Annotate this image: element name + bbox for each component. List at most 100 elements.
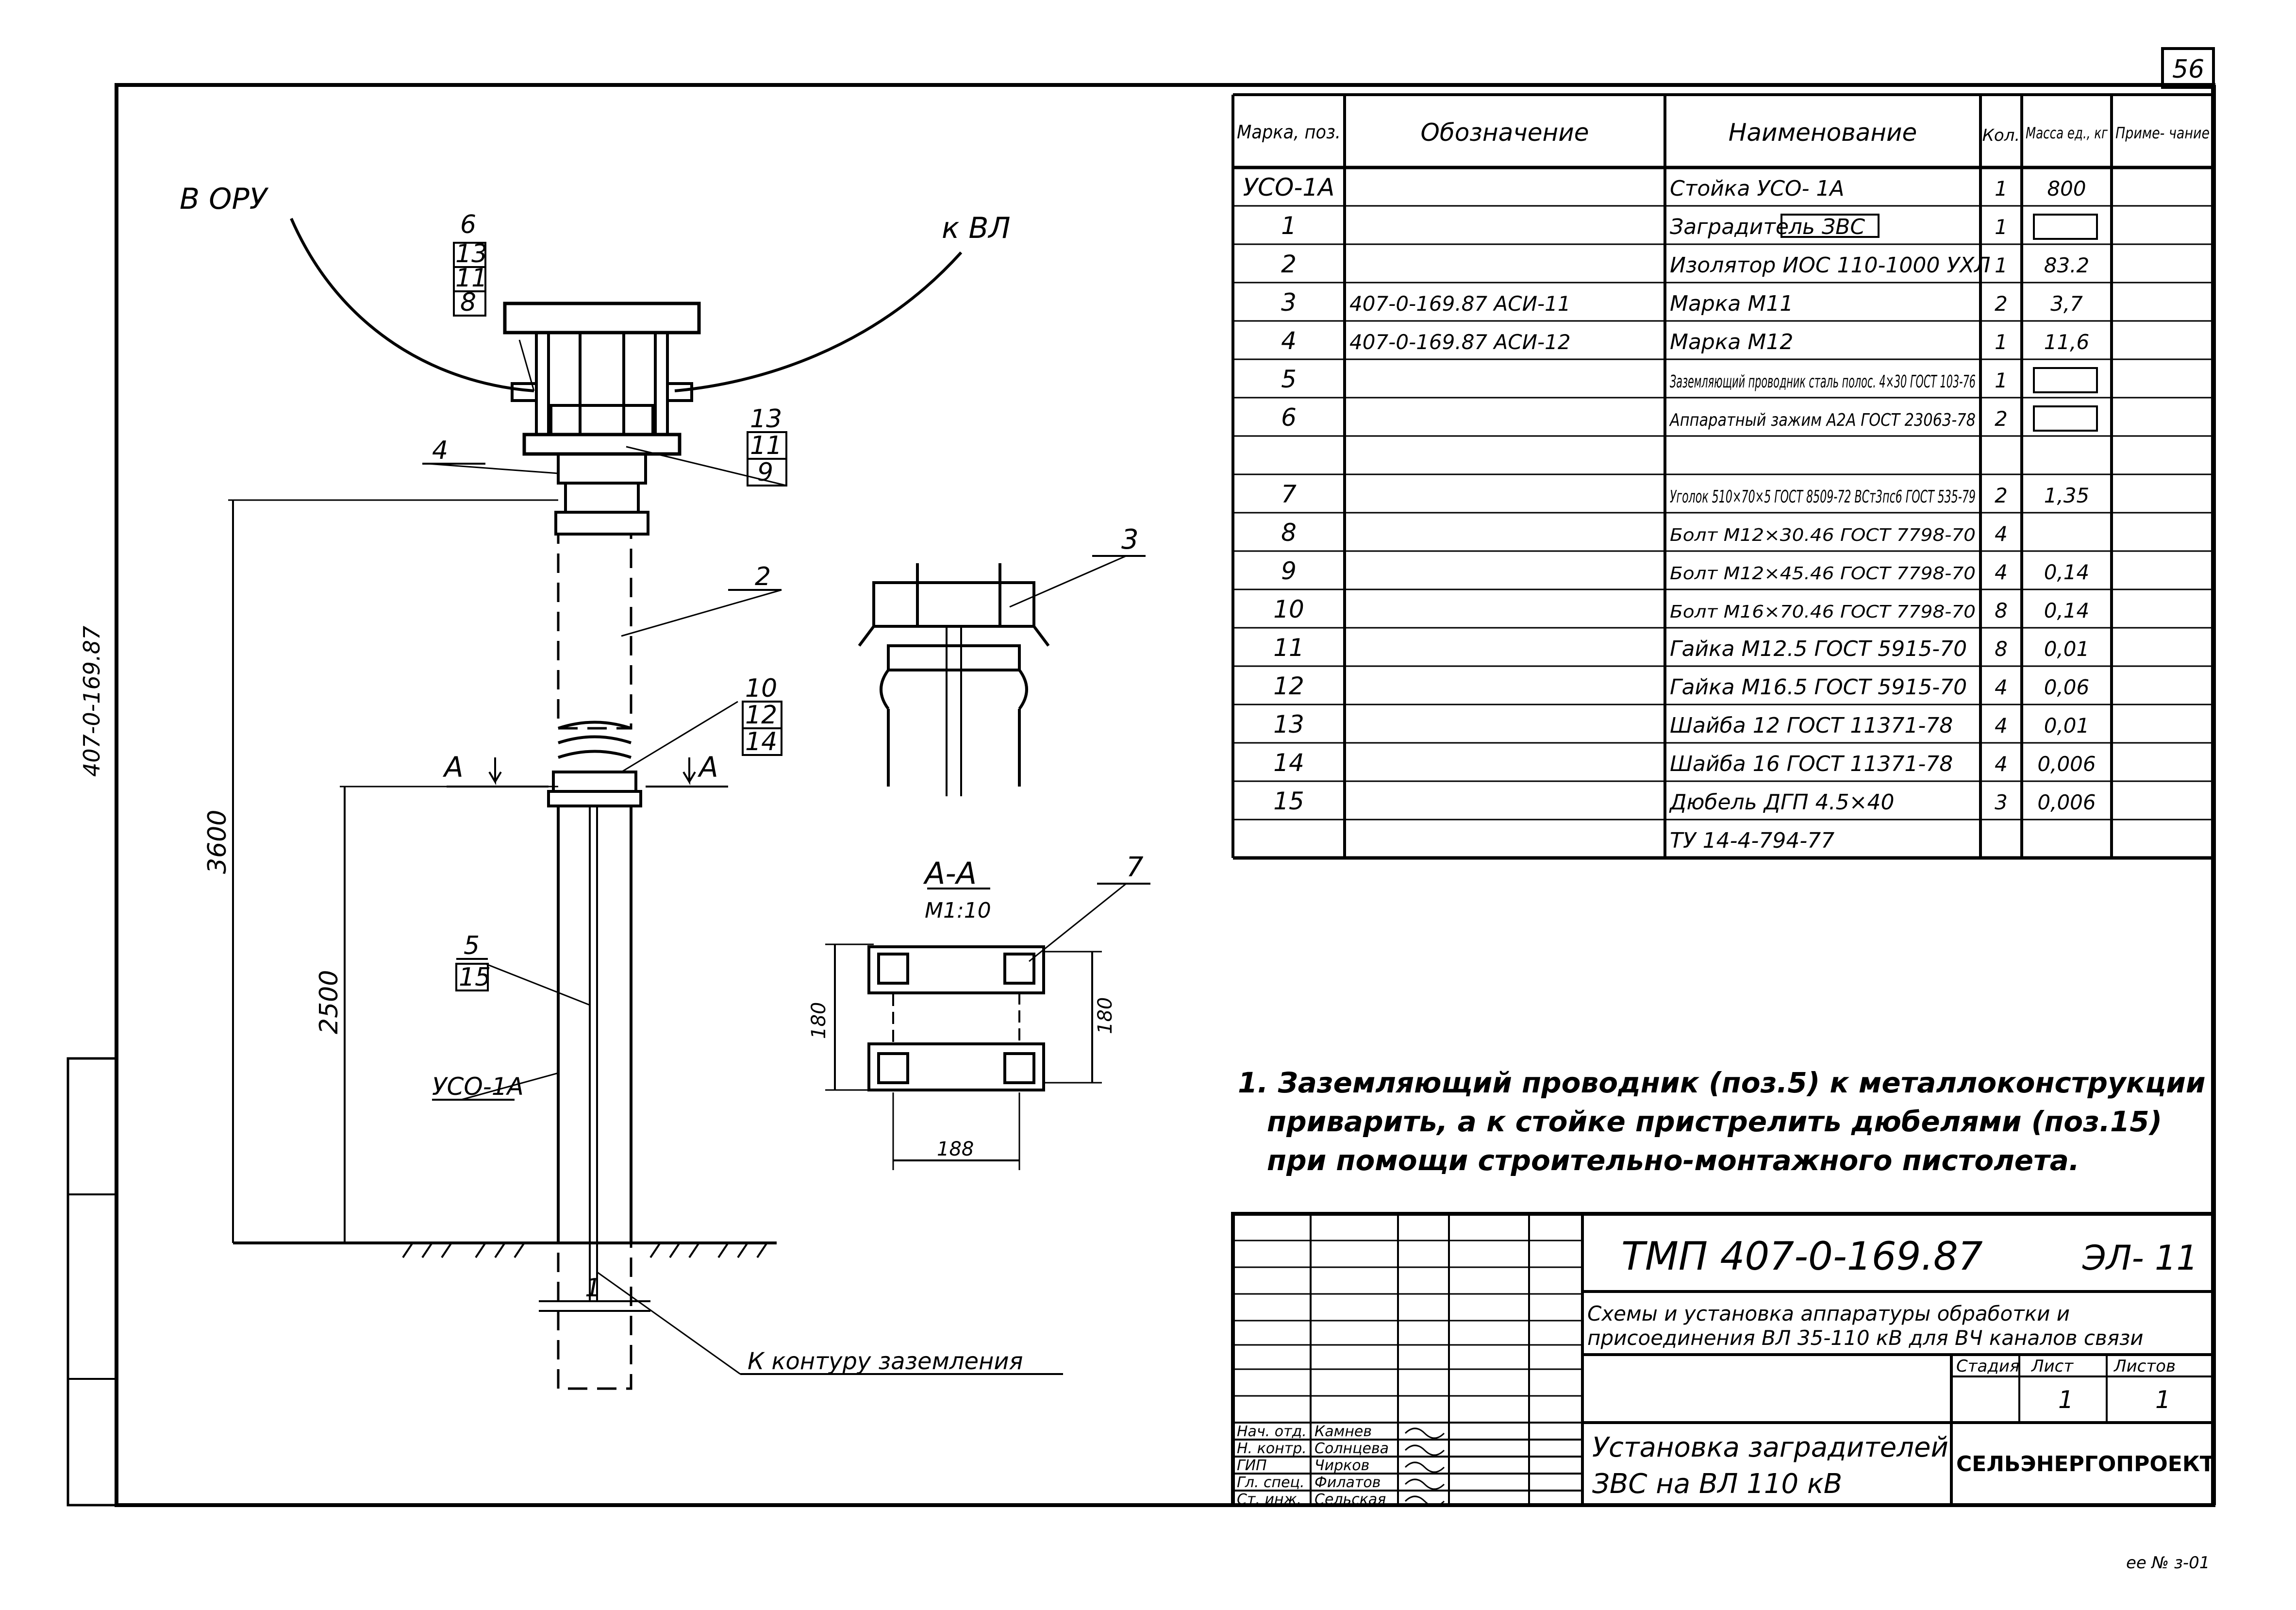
title-col-stage: Стадия <box>1956 1357 2019 1376</box>
spec-cell-13-3: 4 <box>1995 675 2008 699</box>
spec-cell-16-0: 15 <box>1273 787 1304 815</box>
stack-bot <box>455 958 489 991</box>
spec-cell-16-4: 0,006 <box>2037 790 2096 814</box>
spec-cell-15-0: 14 <box>1273 749 1304 777</box>
spec-cell-12-4: 0,01 <box>2044 637 2090 661</box>
stack-bot-0: 5 <box>464 931 480 960</box>
stack-mid-1: 11 <box>750 431 782 460</box>
section-a-a <box>825 883 1150 1170</box>
spec-cell-4-2: Марка М12 <box>1670 330 1793 354</box>
spec-cell-15-4: 0,006 <box>2037 752 2096 776</box>
spec-cell-10-3: 4 <box>1995 560 2008 584</box>
spec-cell-11-2: Болт М16×70.46 ГОСТ 7798-70 <box>1670 602 1976 622</box>
spec-cell-8-2: Уголок 510×70×5 ГОСТ 8509-72 ВСт3пс6 ГОС… <box>1670 487 1976 507</box>
spec-cell-16-2: Дюбель ДГП 4.5×40 <box>1669 790 1894 815</box>
title-code: ТМП 407-0-169.87 <box>1621 1234 1983 1279</box>
stack-low-2: 14 <box>745 727 777 756</box>
note-line-1: 1. Заземляющий проводник (поз.5) к метал… <box>1238 1066 2206 1099</box>
title-subject-2: присоединения ВЛ 35-110 кВ для ВЧ канало… <box>1587 1326 2144 1350</box>
label-k-vl: к ВЛ <box>942 211 1011 245</box>
spec-cell-10-4: 0,14 <box>2044 560 2090 584</box>
person-name: Филатов <box>1314 1474 1381 1491</box>
stack-top-1: 13 <box>455 239 487 268</box>
stack-low-1: 12 <box>745 701 777 730</box>
side-stamp: 407-0-169.87 <box>79 626 105 777</box>
spec-cell-12-2: Гайка М12.5 ГОСТ 5915-70 <box>1670 637 1967 661</box>
spec-cell-2-4: 83.2 <box>2044 253 2090 277</box>
pos-1-label: 1 <box>585 1274 601 1303</box>
spec-cell-1-2: Заградитель ЗВС <box>1670 215 1865 239</box>
note-line-3: при помощи строительно-монтажного пистол… <box>1267 1144 2080 1177</box>
spec-cell-13-2: Гайка М16.5 ГОСТ 5915-70 <box>1670 675 1967 700</box>
spec-cell-11-3: 8 <box>1995 599 2008 622</box>
spec-cell-5-0: 5 <box>1281 365 1297 393</box>
signature <box>1404 1461 1445 1473</box>
section-scale: М1:10 <box>925 898 991 923</box>
spec-cell-14-4: 0,01 <box>2044 714 2090 738</box>
label-v-oru: В ОРУ <box>180 182 269 216</box>
spec-header-5: Приме- чание <box>2115 124 2210 142</box>
section-mark-a-right: А <box>697 751 718 784</box>
signature <box>1404 1427 1445 1439</box>
spec-cell-12-0: 11 <box>1273 634 1304 662</box>
section-mark-a-left: А <box>442 751 464 784</box>
person-role: Н. контр. <box>1237 1440 1307 1457</box>
pos-4-label: 4 <box>432 436 448 465</box>
spec-cell-8-4: 1,35 <box>2044 484 2090 507</box>
dim-180-right: 180 <box>1094 997 1116 1034</box>
spec-cell-13-0: 12 <box>1273 672 1304 700</box>
cable-to-vl <box>674 251 963 392</box>
title-sheet-code: ЭЛ- 11 <box>2082 1238 2198 1278</box>
stack-mid <box>747 431 787 486</box>
title-val-sheets: 1 <box>2155 1386 2171 1414</box>
person-name: Сельская <box>1314 1491 1386 1508</box>
title-drawing-1: Установка заградителей <box>1592 1432 1948 1463</box>
stack-bot-1: 15 <box>459 963 491 992</box>
spec-cell-8-3: 2 <box>1995 484 2008 507</box>
spec-cell-11-0: 10 <box>1273 595 1304 623</box>
stack-low <box>742 701 782 756</box>
spec-header-0: Марка, поз. <box>1237 121 1341 143</box>
spec-cell-5-2: Заземляющий проводник сталь полос. 4×30 … <box>1670 372 1976 392</box>
spec-cell-14-3: 4 <box>1995 714 2008 738</box>
spec-cell-13-4: 0,06 <box>2044 675 2090 699</box>
section-label: А-А <box>923 855 977 891</box>
spec-cell-2-2: Изолятор ИОС 110-1000 УХЛ <box>1670 253 1990 278</box>
cable-to-oru <box>290 218 534 392</box>
signature <box>1404 1478 1445 1490</box>
title-block <box>1231 1212 2215 1507</box>
blank-box <box>1780 214 1880 238</box>
spec-cell-3-0: 3 <box>1281 288 1297 317</box>
sheet-number: 56 <box>2172 55 2204 84</box>
spec-cell-3-3: 2 <box>1995 292 2008 316</box>
spec-cell-0-0: УСО-1А <box>1243 173 1335 201</box>
spec-cell-9-3: 4 <box>1995 522 2008 546</box>
title-drawing-2: ЗВС на ВЛ 110 кВ <box>1592 1468 1842 1500</box>
spec-cell-4-0: 4 <box>1281 327 1297 355</box>
spec-cell-10-0: 9 <box>1281 557 1297 585</box>
title-val-sheet: 1 <box>2058 1386 2074 1414</box>
person-role: ГИП <box>1237 1457 1267 1474</box>
spec-header-4: Масса ед., кг <box>2026 124 2108 142</box>
spec-cell-15-2: Шайба 16 ГОСТ 11371-78 <box>1670 752 1953 776</box>
title-org: СЕЛЬЭНЕРГОПРОЕКТ <box>1956 1452 2214 1476</box>
spec-cell-0-2: Стойка УСО- 1А <box>1670 176 1845 201</box>
person-name: Камнев <box>1314 1423 1372 1440</box>
spec-cell-14-2: Шайба 12 ГОСТ 11371-78 <box>1670 713 1953 738</box>
footer-mark: ee № з-01 <box>2126 1553 2210 1573</box>
spec-cell-3-2: Марка М11 <box>1670 291 1793 316</box>
spec-cell-12-3: 8 <box>1995 637 2008 661</box>
spec-cell-4-4: 11,6 <box>2044 330 2090 354</box>
stack-top-0: 6 <box>460 210 476 239</box>
person-role: Ст. инж. <box>1237 1491 1301 1508</box>
title-col-sheets: Листов <box>2113 1357 2176 1376</box>
person-role: Нач. отд. <box>1237 1423 1307 1440</box>
spec-cell-4-1: 407-0-169.87 АСИ-12 <box>1349 330 1571 354</box>
spec-cell-2-0: 2 <box>1281 250 1297 278</box>
blank-box <box>2033 214 2098 240</box>
label-uso: УСО-1А <box>432 1073 524 1101</box>
person-name: Чирков <box>1314 1457 1369 1474</box>
note-line-2: приварить, а к стойке пристрелить дюбеля… <box>1267 1105 2162 1138</box>
